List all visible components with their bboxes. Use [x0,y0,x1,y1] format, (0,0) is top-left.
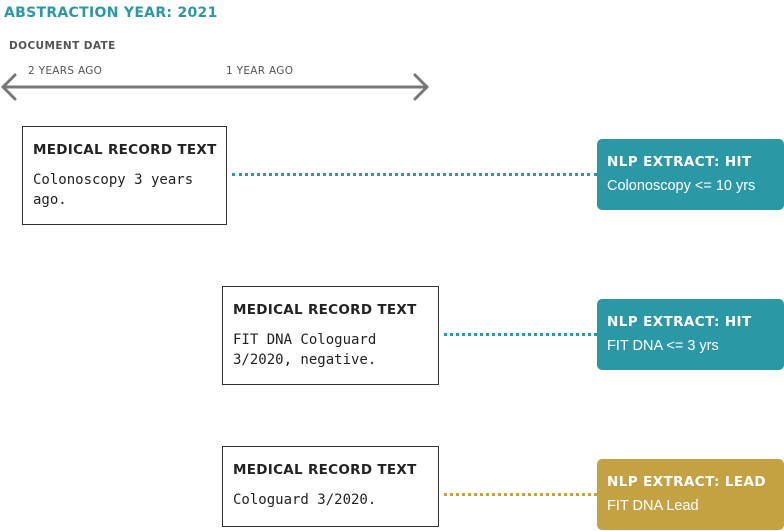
nlp-extract-hit-box-1: NLP EXTRACT: HIT Colonoscopy <= 10 yrs [597,139,784,210]
nlp-extract-title: NLP EXTRACT: HIT [607,314,752,330]
medical-record-text: Colonoscopy 3 years ago. [33,172,194,208]
connector-dotted-line-1 [232,173,597,176]
nlp-extract-title: NLP EXTRACT: HIT [607,154,752,170]
timeline-right-arrowhead [413,73,429,101]
medical-record-box-1: MEDICAL RECORD TEXT Colonoscopy 3 years … [22,126,227,225]
nlp-extract-text: FIT DNA <= 3 yrs [607,338,719,354]
medical-record-box-2: MEDICAL RECORD TEXT FIT DNA Cologuard 3/… [222,286,439,385]
timeline-label-2-years-ago: 2 YEARS AGO [28,65,103,77]
connector-dotted-line-3 [444,493,597,496]
medical-record-title: MEDICAL RECORD TEXT [233,302,417,318]
connector-dotted-line-2 [444,333,597,336]
nlp-extract-title: NLP EXTRACT: LEAD [607,474,766,490]
medical-record-box-3: MEDICAL RECORD TEXT Cologuard 3/2020. [222,446,439,527]
nlp-extract-text: FIT DNA Lead [607,498,699,514]
nlp-extract-hit-box-2: NLP EXTRACT: HIT FIT DNA <= 3 yrs [597,299,784,370]
timeline-arrow [1,73,429,101]
timeline-label-1-year-ago: 1 YEAR AGO [226,65,294,77]
nlp-extract-lead-box: NLP EXTRACT: LEAD FIT DNA Lead [597,459,784,530]
medical-record-title: MEDICAL RECORD TEXT [33,142,217,158]
abstraction-year-title: ABSTRACTION YEAR: 2021 [4,5,218,21]
medical-record-text: FIT DNA Cologuard 3/2020, negative. [233,332,377,368]
medical-record-title: MEDICAL RECORD TEXT [233,462,417,478]
nlp-extract-text: Colonoscopy <= 10 yrs [607,178,756,194]
timeline-left-arrowhead [1,73,17,101]
document-date-label: DOCUMENT DATE [9,40,116,52]
medical-record-text: Cologuard 3/2020. [233,492,377,508]
